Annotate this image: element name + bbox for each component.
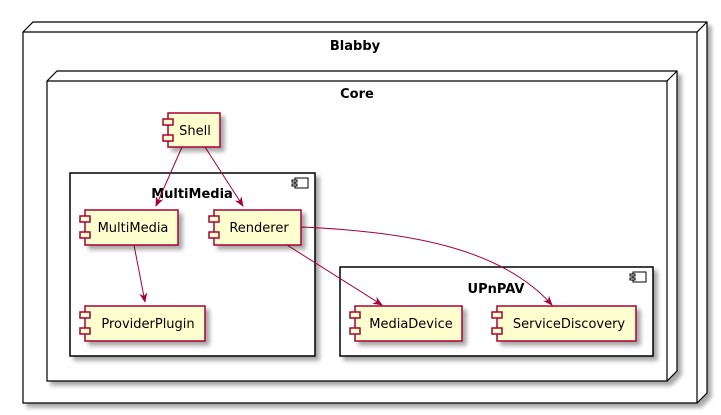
package-upnpav-title: UPnPAV bbox=[468, 282, 525, 297]
arrow-shell-to-multimedia bbox=[155, 146, 183, 207]
arrow-renderer-to-mediadevice bbox=[286, 244, 383, 306]
component-shell-label: Shell bbox=[179, 124, 211, 139]
component-mediadevice[interactable]: MediaDevice bbox=[349, 305, 463, 342]
component-renderer[interactable]: Renderer bbox=[208, 209, 302, 246]
node-core-title: Core bbox=[340, 87, 374, 102]
component-servicediscovery[interactable]: ServiceDiscovery bbox=[491, 305, 637, 342]
component-icon bbox=[629, 271, 647, 283]
component-renderer-label: Renderer bbox=[229, 221, 289, 236]
component-providerplugin-label: ProviderPlugin bbox=[101, 317, 194, 332]
package-multimedia-title: MultiMedia bbox=[151, 187, 233, 202]
arrow-multimedia-to-providerplugin bbox=[133, 244, 148, 303]
arrow-shell-to-renderer bbox=[204, 146, 244, 207]
component-icon bbox=[291, 177, 309, 189]
dependency-arrows bbox=[133, 146, 553, 306]
node-blabby-title: Blabby bbox=[330, 39, 381, 54]
component-multimedia[interactable]: MultiMedia bbox=[79, 209, 179, 246]
component-servicediscovery-label: ServiceDiscovery bbox=[513, 317, 626, 332]
component-providerplugin[interactable]: ProviderPlugin bbox=[79, 305, 206, 342]
component-multimedia-label: MultiMedia bbox=[98, 221, 169, 236]
component-mediadevice-label: MediaDevice bbox=[369, 317, 453, 332]
component-shell[interactable]: Shell bbox=[162, 112, 221, 148]
arrow-renderer-to-servicediscovery bbox=[300, 226, 553, 306]
